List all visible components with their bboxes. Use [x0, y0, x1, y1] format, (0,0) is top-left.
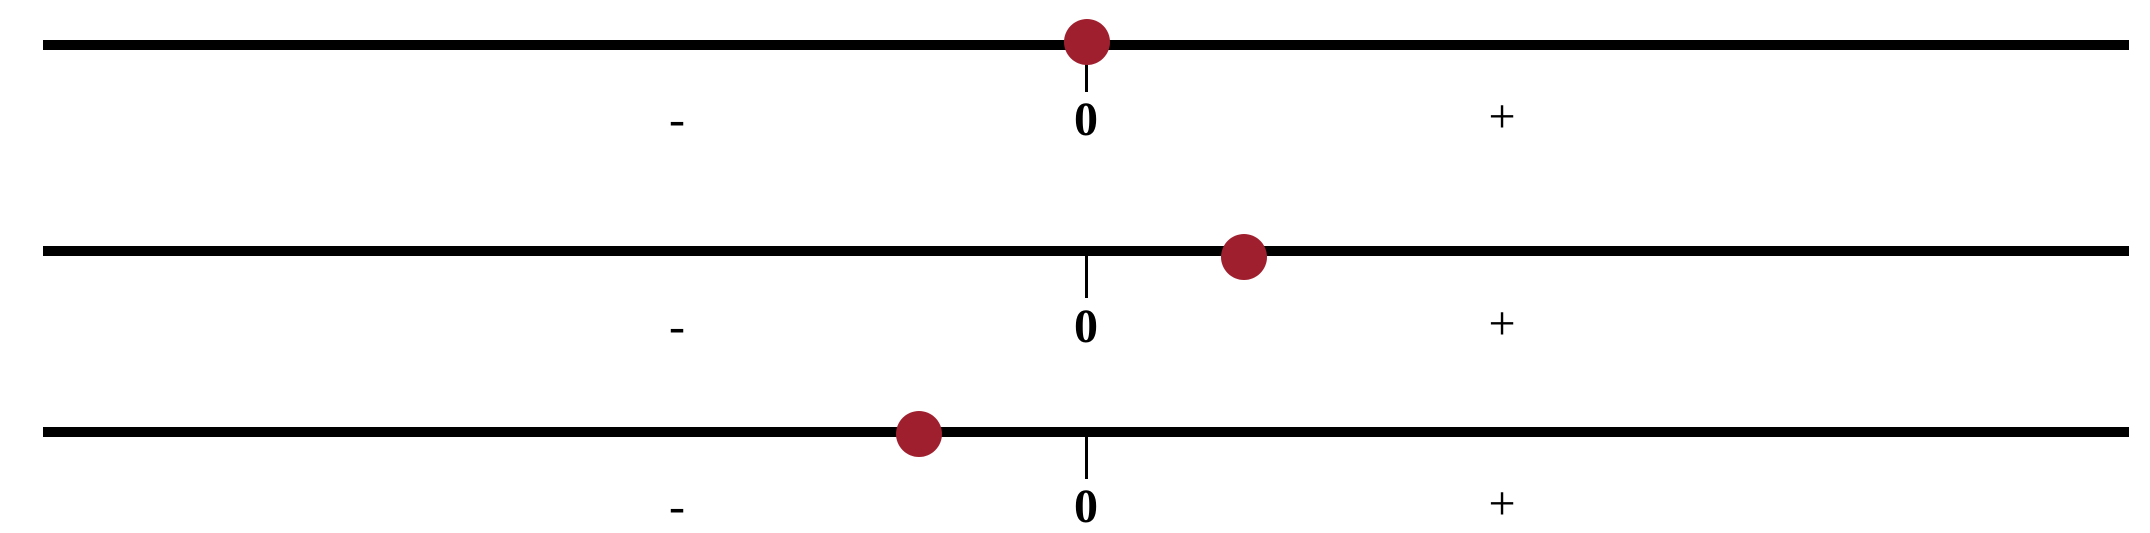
marker-dot: [896, 411, 942, 457]
number-line-axis: [43, 246, 2129, 256]
number-line-1: - 0 +: [0, 0, 2150, 144]
zero-label: 0: [1074, 480, 1098, 533]
negative-label: -: [669, 480, 685, 533]
positive-label: +: [1488, 297, 1516, 350]
zero-label: 0: [1074, 300, 1098, 353]
number-line-axis: [43, 427, 2129, 437]
positive-label: +: [1488, 477, 1516, 530]
marker-dot: [1064, 19, 1110, 65]
negative-label: -: [669, 300, 685, 353]
negative-label: -: [669, 93, 685, 146]
number-line-2: - 0 +: [0, 0, 2150, 351]
zero-tick: [1085, 50, 1088, 92]
zero-tick: [1085, 437, 1088, 479]
positive-label: +: [1488, 90, 1516, 143]
zero-tick: [1085, 256, 1088, 298]
zero-label: 0: [1074, 93, 1098, 146]
marker-dot: [1221, 234, 1267, 280]
